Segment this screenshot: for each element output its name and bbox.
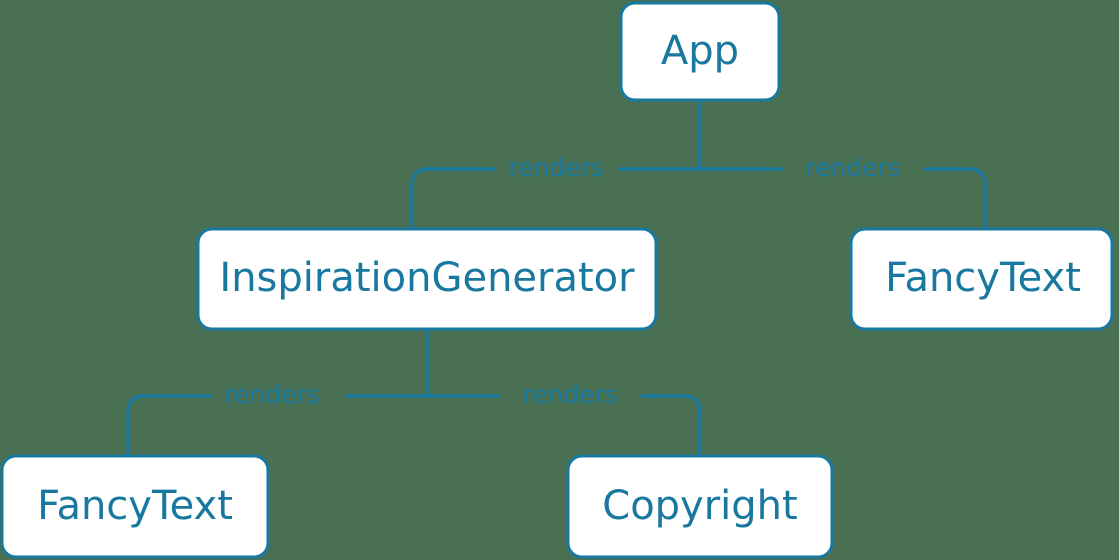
edge-inspiration-to-copyright-segment-b bbox=[640, 394, 702, 458]
node-fancytext-right[interactable]: FancyText bbox=[849, 227, 1114, 331]
edge-label-inspiration-to-fancytext: renders bbox=[224, 380, 320, 409]
edge-group-inspiration-generator bbox=[126, 327, 702, 458]
node-inspiration-generator[interactable]: InspirationGenerator bbox=[196, 227, 658, 331]
node-fancytext-bottom-left-box[interactable] bbox=[0, 454, 270, 559]
node-copyright-label: Copyright bbox=[602, 483, 797, 529]
node-fancytext-right-box[interactable] bbox=[849, 227, 1114, 331]
node-copyright-box[interactable] bbox=[566, 454, 834, 559]
node-inspiration-generator-label: InspirationGenerator bbox=[219, 255, 635, 301]
node-fancytext-right-label: FancyText bbox=[885, 255, 1081, 301]
node-fancytext-bottom-left[interactable]: FancyText bbox=[0, 454, 270, 559]
node-copyright[interactable]: Copyright bbox=[566, 454, 834, 559]
edge-group-app bbox=[410, 98, 987, 231]
edge-label-inspiration-to-copyright: renders bbox=[522, 380, 618, 409]
edge-label-app-to-fancytext-right: renders bbox=[805, 153, 901, 182]
edge-label-app-to-inspiration: renders bbox=[508, 153, 604, 182]
node-app-box[interactable] bbox=[619, 1, 781, 102]
node-fancytext-bottom-left-label: FancyText bbox=[37, 483, 233, 529]
edge-app-to-fancytext-segment-b bbox=[923, 167, 987, 231]
edge-app-to-inspiration-segment-b bbox=[410, 167, 496, 231]
edge-inspiration-to-fancytext-segment-b bbox=[126, 394, 212, 458]
node-inspiration-generator-box[interactable] bbox=[196, 227, 658, 331]
node-app[interactable]: App bbox=[619, 1, 781, 102]
node-app-label: App bbox=[661, 28, 739, 74]
